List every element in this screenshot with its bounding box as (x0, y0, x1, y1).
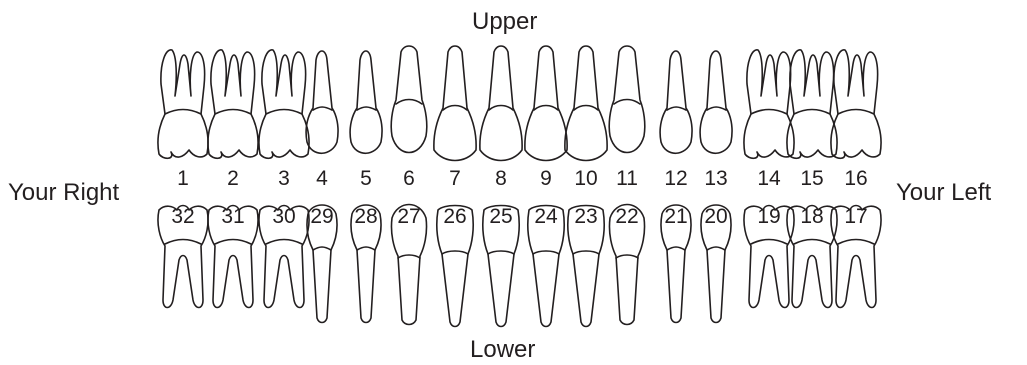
upper-tooth-number: 15 (800, 168, 823, 189)
upper-tooth-12 (660, 51, 692, 153)
upper-tooth-number: 13 (704, 168, 727, 189)
your-right-label: Your Right (8, 181, 119, 205)
upper-tooth-12-outline (660, 51, 692, 153)
upper-tooth-4-outline (306, 51, 338, 153)
upper-tooth-3-cej-line (266, 110, 302, 115)
upper-tooth-4 (306, 51, 338, 153)
upper-tooth-12-cej-line (667, 107, 686, 110)
lower-tooth-25-cej-line (488, 251, 514, 254)
lower-tooth-number: 26 (443, 206, 466, 227)
upper-tooth-number: 14 (757, 168, 780, 189)
upper-tooth-number: 1 (177, 168, 189, 189)
upper-tooth-6-cej-line (396, 100, 422, 105)
upper-tooth-8-outline (480, 46, 522, 161)
upper-tooth-3-outline (259, 50, 309, 158)
upper-tooth-number: 6 (403, 168, 415, 189)
upper-tooth-1-cej-line (165, 110, 201, 115)
your-left-label: Your Left (896, 181, 991, 205)
lower-tooth-31-cej-line (215, 240, 251, 245)
upper-tooth-16-cej-line (838, 110, 874, 115)
lower-tooth-32-cej-line (165, 240, 201, 245)
lower-tooth-number: 22 (615, 206, 638, 227)
upper-tooth-number: 7 (449, 168, 461, 189)
upper-tooth-3 (259, 50, 309, 158)
lower-tooth-18-cej-line (794, 240, 830, 245)
upper-tooth-5-cej-line (357, 107, 376, 110)
upper-tooth-16 (831, 50, 881, 158)
upper-tooth-16-outline (831, 50, 881, 158)
lower-tooth-23-cej-line (573, 251, 599, 254)
upper-tooth-7 (434, 46, 476, 161)
upper-tooth-15-cej-line (794, 110, 830, 115)
lower-tooth-27-cej-line (398, 255, 420, 258)
lower-tooth-number: 24 (534, 206, 557, 227)
upper-tooth-8-cej-line (489, 106, 513, 111)
lower-tooth-22-cej-line (616, 255, 638, 258)
upper-label: Upper (472, 10, 537, 34)
upper-tooth-11-cej-line (614, 100, 640, 105)
upper-tooth-number: 12 (664, 168, 687, 189)
lower-tooth-30-cej-line (266, 240, 302, 245)
upper-tooth-number: 5 (360, 168, 372, 189)
upper-tooth-14-cej-line (751, 110, 787, 115)
upper-tooth-number: 9 (540, 168, 552, 189)
lower-tooth-number: 29 (310, 206, 333, 227)
lower-tooth-20-cej-line (707, 247, 725, 250)
upper-tooth-10-outline (565, 46, 607, 161)
upper-tooth-10-cej-line (574, 106, 598, 111)
lower-tooth-number: 25 (489, 206, 512, 227)
lower-tooth-21-cej-line (667, 247, 685, 250)
upper-tooth-11 (609, 46, 645, 153)
upper-tooth-1-outline (158, 50, 208, 158)
upper-tooth-7-outline (434, 46, 476, 161)
upper-tooth-number: 16 (844, 168, 867, 189)
lower-tooth-19-cej-line (751, 240, 787, 245)
lower-tooth-number: 17 (844, 206, 867, 227)
lower-tooth-number: 20 (704, 206, 727, 227)
upper-tooth-7-cej-line (443, 106, 467, 111)
upper-tooth-number: 8 (495, 168, 507, 189)
upper-tooth-13-cej-line (707, 107, 726, 110)
upper-tooth-6 (391, 46, 427, 153)
lower-tooth-17-cej-line (838, 240, 874, 245)
lower-tooth-28-cej-line (357, 247, 375, 250)
upper-tooth-1 (158, 50, 208, 158)
upper-tooth-number: 10 (574, 168, 597, 189)
upper-tooth-number: 2 (227, 168, 239, 189)
upper-tooth-5-outline (350, 51, 382, 153)
upper-tooth-number: 3 (278, 168, 290, 189)
upper-tooth-number: 4 (316, 168, 328, 189)
upper-tooth-2-outline (208, 50, 258, 158)
upper-tooth-8 (480, 46, 522, 161)
upper-tooth-number: 11 (616, 168, 638, 189)
upper-tooth-13-outline (700, 51, 732, 153)
lower-tooth-number: 21 (664, 206, 687, 227)
upper-tooth-4-cej-line (313, 107, 332, 110)
upper-tooth-2-cej-line (215, 110, 251, 115)
lower-tooth-number: 19 (757, 206, 780, 227)
upper-tooth-5 (350, 51, 382, 153)
lower-tooth-number: 27 (397, 206, 420, 227)
lower-tooth-number: 28 (354, 206, 377, 227)
upper-tooth-9-outline (525, 46, 567, 161)
upper-tooth-13 (700, 51, 732, 153)
upper-tooth-9 (525, 46, 567, 161)
upper-tooth-10 (565, 46, 607, 161)
lower-label: Lower (470, 338, 535, 362)
upper-tooth-2 (208, 50, 258, 158)
upper-tooth-9-cej-line (534, 106, 558, 111)
lower-tooth-number: 30 (272, 206, 295, 227)
lower-tooth-24-cej-line (533, 251, 559, 254)
lower-tooth-number: 23 (574, 206, 597, 227)
lower-tooth-number: 31 (221, 206, 244, 227)
lower-tooth-29-cej-line (313, 247, 331, 250)
lower-tooth-number: 32 (171, 206, 194, 227)
lower-tooth-26-cej-line (442, 251, 468, 254)
lower-tooth-number: 18 (800, 206, 823, 227)
